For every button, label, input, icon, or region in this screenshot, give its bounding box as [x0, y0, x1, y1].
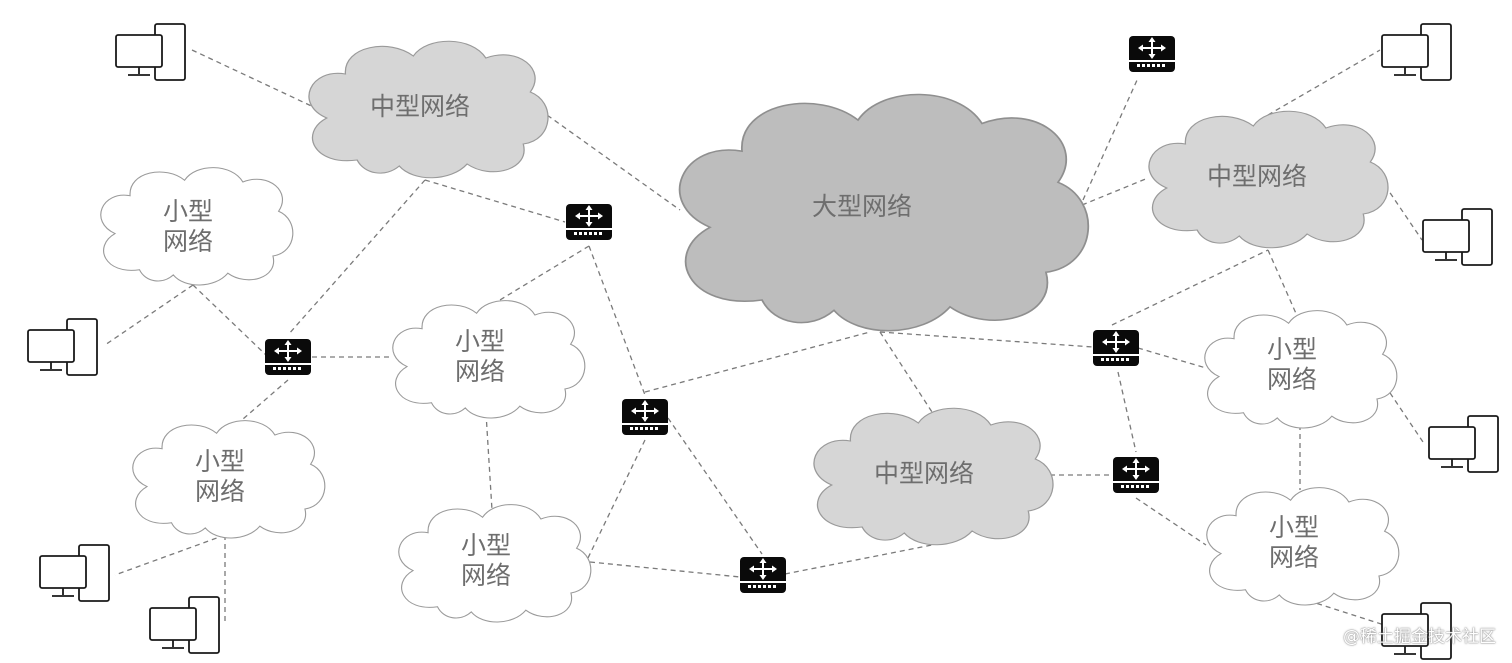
router-icon [1128, 35, 1176, 73]
watermark: @稀土掘金技术社区 [1343, 627, 1496, 647]
computer-icon [1428, 415, 1499, 473]
link [539, 109, 681, 211]
link [191, 49, 321, 111]
router-icon [739, 556, 787, 594]
link [287, 179, 426, 336]
router-icon [565, 203, 613, 241]
large-network-label: 大型网络 [812, 192, 912, 221]
link [1082, 77, 1139, 201]
medium-network-label: 中型网络 [874, 459, 974, 488]
router-icon [1092, 329, 1140, 367]
small-network-label-line2: 网络 [163, 227, 213, 256]
medium-network-label: 中型网络 [1207, 162, 1307, 191]
small-network-label-line2: 网络 [1269, 543, 1319, 572]
small-network-label-line2: 网络 [1267, 365, 1317, 394]
medium-network-label: 中型网络 [370, 92, 470, 121]
link [588, 245, 646, 396]
link [1137, 347, 1207, 369]
computer-icon [27, 318, 98, 376]
link [879, 331, 1094, 348]
computer-icon [149, 596, 220, 654]
link [879, 331, 933, 413]
link [1117, 371, 1137, 453]
link [104, 284, 194, 346]
small-network-label-line1: 小型 [461, 531, 511, 560]
link [644, 331, 871, 393]
small-network-label-line2: 网络 [195, 477, 245, 506]
link [587, 439, 646, 559]
router-icon [264, 338, 312, 376]
small-network-label-line1: 小型 [163, 197, 213, 226]
link [784, 544, 933, 575]
link [667, 417, 763, 555]
small-network-label-line1: 小型 [1269, 513, 1319, 542]
small-network-label-line2: 网络 [461, 561, 511, 590]
small-network-label-line1: 小型 [1267, 335, 1317, 364]
link [1267, 49, 1381, 116]
link [114, 534, 226, 576]
small-network-label-line2: 网络 [455, 357, 505, 386]
link [192, 284, 267, 356]
link [424, 179, 566, 223]
computer-icon [1381, 23, 1452, 81]
computer-icon [115, 23, 186, 81]
router-icon [621, 398, 669, 436]
link [1135, 497, 1207, 546]
link [1081, 177, 1149, 206]
small-network-label-line1: 小型 [455, 327, 505, 356]
router-icon [1112, 456, 1160, 494]
link [489, 245, 590, 307]
computer-icon [39, 544, 110, 602]
small-network-label-line1: 小型 [195, 447, 245, 476]
link [485, 412, 493, 511]
computer-icon [1422, 208, 1493, 266]
link [1111, 249, 1269, 326]
link [1267, 249, 1299, 319]
link [589, 561, 741, 578]
